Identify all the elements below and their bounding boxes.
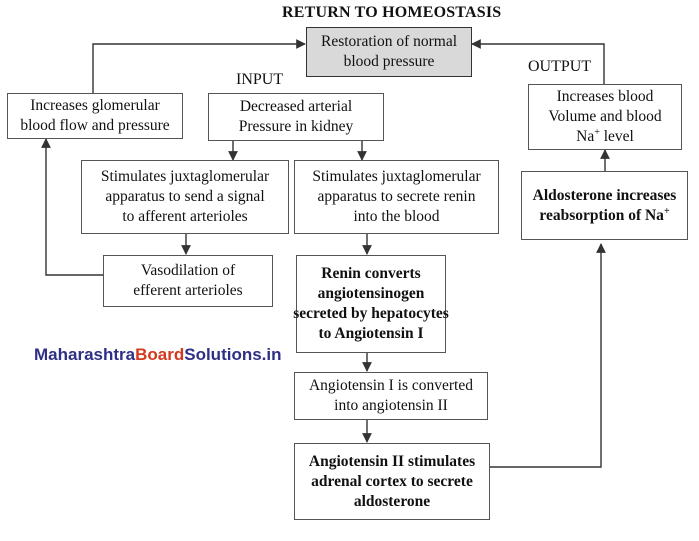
restoration-box: Restoration of normal blood pressure xyxy=(306,27,472,77)
glomerular-line-2: blood flow and pressure xyxy=(20,117,170,134)
vasodilation-line-1: Vasodilation of xyxy=(140,262,236,279)
ang2-line-2: adrenal cortex to secrete xyxy=(311,472,473,490)
ang1-line-2: into angiotensin II xyxy=(334,397,448,414)
jga-renin-box: Stimulates juxtaglomerular apparatus to … xyxy=(294,160,499,234)
input-label: INPUT xyxy=(236,71,284,88)
glomerular-line-1: Increases glomerular xyxy=(30,97,160,114)
watermark: MaharashtraBoardSolutions.in xyxy=(34,345,282,365)
aldosterone-na: reabsorption of Na xyxy=(539,206,664,224)
renin-line-3: secreted by hepatocytes xyxy=(293,305,449,322)
output-na: Na xyxy=(576,128,595,145)
diagram-title: RETURN TO HOMEOSTASIS xyxy=(282,4,502,21)
renin-line-4: to Angiotensin I xyxy=(318,325,424,342)
output-line-3: Na+ level xyxy=(576,127,634,147)
restoration-line-2: blood pressure xyxy=(343,53,435,70)
watermark-part-1: Maharashtra xyxy=(34,345,136,364)
jga-signal-line-1: Stimulates juxtaglomerular xyxy=(100,168,270,185)
arrow-output-to-restoration xyxy=(471,39,605,84)
output-line-1: Increases blood xyxy=(556,88,654,105)
aldosterone-line-1: Aldosterone increases xyxy=(532,186,677,204)
arrow-ang2-to-aldosterone xyxy=(490,243,606,468)
vasodilation-line-2: efferent arterioles xyxy=(133,282,243,299)
restoration-line-1: Restoration of normal xyxy=(320,33,458,50)
output-label: OUTPUT xyxy=(528,58,592,75)
arrow-glomerular-to-restoration xyxy=(92,39,306,93)
renin-converts-box: Renin converts angiotensinogen secreted … xyxy=(293,255,449,353)
output-line-2: Volume and blood xyxy=(548,108,662,125)
vasodilation-box: Vasodilation of efferent arterioles xyxy=(103,255,273,307)
ang2-line-1: Angiotensin II stimulates xyxy=(308,452,476,470)
watermark-part-2: Board xyxy=(135,345,185,364)
output-level: level xyxy=(599,128,634,145)
ang1-converted-box: Angiotensin I is converted into angioten… xyxy=(294,372,488,420)
jga-renin-line-2: apparatus to secrete renin xyxy=(317,188,476,205)
aldosterone-na-sup: + xyxy=(663,205,670,217)
output-na-sup: + xyxy=(594,126,600,138)
ang2-stimulates-box: Angiotensin II stimulates adrenal cortex… xyxy=(294,443,490,520)
ang1-line-1: Angiotensin I is converted xyxy=(308,377,473,394)
jga-signal-line-3: to afferent arterioles xyxy=(122,208,248,225)
decreased-line-1: Decreased arterial xyxy=(239,98,353,115)
output-box: Increases blood Volume and blood Na+ lev… xyxy=(528,84,682,150)
watermark-part-3: Solutions.in xyxy=(184,345,282,364)
renin-line-1: Renin converts xyxy=(321,265,421,282)
jga-renin-line-1: Stimulates juxtaglomerular xyxy=(312,168,481,185)
aldosterone-line-2: reabsorption of Na+ xyxy=(539,206,669,226)
renin-line-2: angiotensinogen xyxy=(317,285,425,302)
jga-signal-box: Stimulates juxtaglomerular apparatus to … xyxy=(81,160,289,234)
ang2-line-3: aldosterone xyxy=(353,492,431,510)
aldosterone-box: Aldosterone increases reabsorption of Na… xyxy=(521,171,688,240)
jga-renin-line-3: into the blood xyxy=(353,208,440,225)
decreased-line-2: Pressure in kidney xyxy=(238,118,354,135)
jga-signal-line-2: apparatus to send a signal xyxy=(105,188,265,205)
glomerular-box: Increases glomerular blood flow and pres… xyxy=(7,93,183,139)
decreased-pressure-box: Decreased arterial Pressure in kidney xyxy=(208,93,384,141)
arrow-vasodilation-to-glomerular xyxy=(41,138,103,276)
